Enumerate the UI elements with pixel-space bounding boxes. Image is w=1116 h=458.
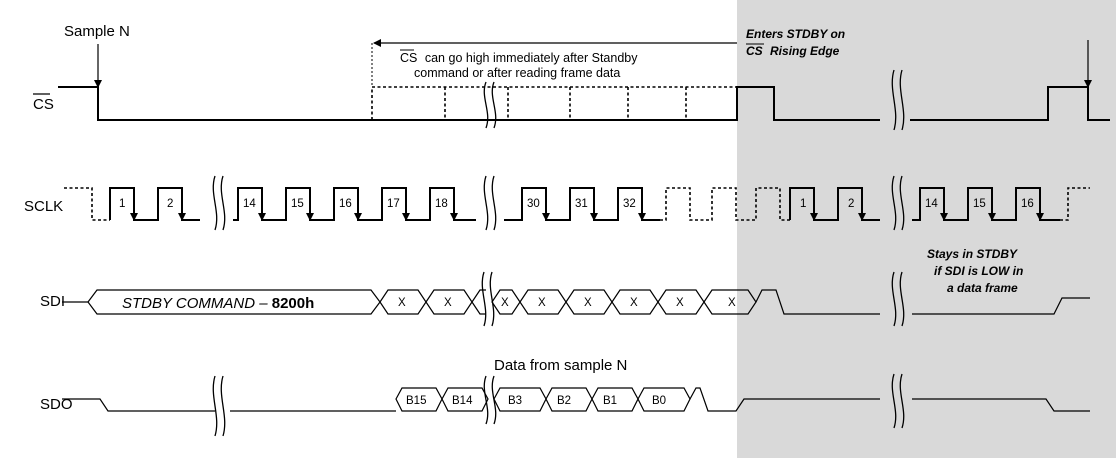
stays-stdby-line2: if SDI is LOW in [934,264,1023,278]
data-from-sample-label: Data from sample N [494,357,627,374]
sdo-bit-labels: B15 B14 B3 B2 B1 B0 [406,395,666,407]
sdo-bit: B3 [508,395,522,407]
sclk-label: 1 [800,198,806,210]
sclk-label: 15 [291,198,304,210]
sclk-label: 16 [1021,198,1034,210]
sdi-waveform [62,289,1090,315]
cs-waveform [58,86,1110,121]
time-break-marks [212,69,905,437]
sdi-command-label: STDBY COMMAND – [122,295,272,312]
sdo-waveform [62,387,1090,412]
enters-rest: Rising Edge [770,44,840,58]
sdi-x: X [630,297,638,309]
sdi-x: X [584,297,592,309]
sclk-label: 30 [527,198,540,210]
enters-stdby-line1: Enters STDBY on [746,27,845,41]
cs-signal-label: CS [33,96,54,113]
sclk-label: 2 [848,198,854,210]
sdo-bit: B1 [603,395,617,407]
sdi-x: X [538,297,546,309]
sdi-dont-care-labels: X X X X X X X X [398,297,736,309]
sclk-label: 1 [119,198,125,210]
sdi-x: X [728,297,736,309]
sclk-label: 2 [167,198,173,210]
stays-stdby-line3: a data frame [947,281,1018,295]
sdo-bit: B2 [557,395,571,407]
sclk-label: 14 [925,198,938,210]
cs-note-line2: command or after reading frame data [414,66,620,80]
sdo-signal-label: SDO [40,396,73,413]
sdi-signal-label: SDI [40,293,65,310]
sclk-label: 14 [243,198,256,210]
enters-cs: CS [746,44,763,58]
sdi-x: X [676,297,684,309]
enters-stdby-line2: CS Rising Edge [746,44,840,58]
sdo-bit: B15 [406,395,426,407]
sdi-x: X [501,297,509,309]
sdo-bit: B14 [452,395,473,407]
standby-region [737,0,1116,458]
sclk-label: 17 [387,198,400,210]
sclk-signal-label: SCLK [24,198,63,215]
sclk-label: 16 [339,198,352,210]
sclk-sample-arrows [130,196,1044,221]
sdi-x: X [398,297,406,309]
sdo-bit: B0 [652,395,666,407]
sclk-label: 15 [973,198,986,210]
cs-note-line1: CS can go high immediately after Standby [400,51,638,65]
sclk-pulse-numbers: 1 2 14 15 16 17 18 30 31 32 1 2 14 15 16 [119,198,1034,210]
sclk-label: 31 [575,198,588,210]
stays-stdby-line1: Stays in STDBY [927,247,1018,261]
cs-note-cs: CS [400,51,417,65]
sdi-x: X [444,297,452,309]
sdi-command-text: STDBY COMMAND – 8200h [122,295,314,312]
sclk-label: 32 [623,198,636,210]
sample-n-label: Sample N [64,23,130,40]
sclk-label: 18 [435,198,448,210]
cs-note-rest: can go high immediately after Standby [425,51,638,65]
sdi-command-code: 8200h [272,295,315,312]
